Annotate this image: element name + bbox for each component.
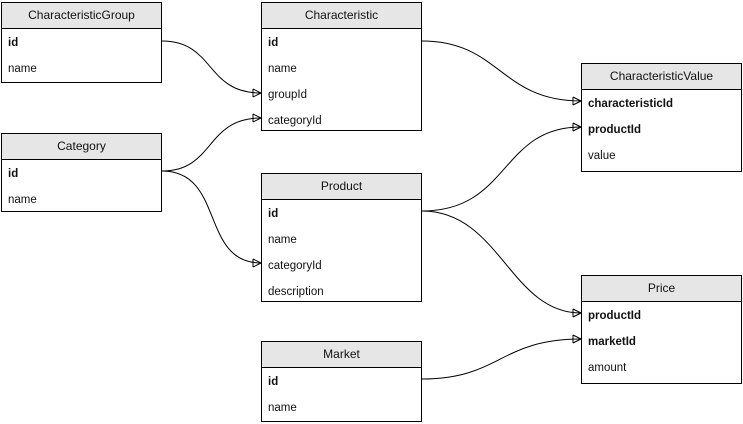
connector-market-to-price: [421, 338, 582, 380]
connector-characteristic-to-characteristicvalue: [421, 40, 582, 102]
field-value: value: [588, 150, 616, 162]
entity-title: Price: [582, 276, 741, 302]
crowfoot-characteristic-categoryid: [252, 113, 262, 123]
field-id: id: [8, 37, 19, 49]
field-name: name: [268, 63, 297, 75]
entity-characteristic[interactable]: Characteristic id name groupId categoryI…: [261, 2, 422, 131]
crowfoot-characteristic-groupid: [252, 88, 262, 98]
field-name: name: [268, 234, 297, 246]
crowfoot-product-categoryid: [252, 258, 262, 268]
connector-product-to-characteristicvalue: [421, 126, 582, 212]
field-id: id: [8, 168, 19, 180]
connector-product-to-price: [421, 210, 582, 314]
entity-price[interactable]: Price productId marketId amount: [581, 275, 742, 384]
crowfoot-price-productid: [572, 308, 582, 318]
entity-characteristicgroup[interactable]: CharacteristicGroup id name: [1, 2, 162, 83]
entity-product[interactable]: Product id name categoryId description: [261, 173, 422, 302]
crowfoot-characteristicvalue-productid: [572, 122, 582, 132]
entity-title: CharacteristicGroup: [2, 3, 161, 29]
field-productid: productId: [588, 310, 642, 322]
entity-characteristicvalue[interactable]: CharacteristicValue characteristicId pro…: [581, 63, 742, 172]
connector-category-to-characteristic: [161, 117, 262, 172]
connector-category-to-product: [161, 170, 262, 264]
field-productid: productId: [588, 124, 642, 136]
field-id: id: [268, 208, 279, 220]
field-name: name: [8, 63, 37, 75]
crowfoot-price-marketid: [572, 334, 582, 344]
field-amount: amount: [588, 362, 627, 374]
entity-title: Market: [262, 342, 421, 368]
entity-category[interactable]: Category id name: [1, 133, 162, 212]
crowfoot-characteristicvalue-characteristicid: [572, 96, 582, 106]
entity-title: Characteristic: [262, 3, 421, 29]
field-id: id: [268, 376, 279, 388]
entity-title: Product: [262, 174, 421, 200]
field-categoryid: categoryId: [268, 260, 322, 272]
field-id: id: [268, 37, 279, 49]
entity-title: CharacteristicValue: [582, 64, 741, 90]
field-name: name: [8, 194, 37, 206]
field-groupid: groupId: [268, 89, 308, 101]
connector-group-to-characteristic: [161, 40, 262, 94]
field-description: description: [268, 286, 324, 298]
field-name: name: [268, 402, 297, 414]
field-characteristicid: characteristicId: [588, 98, 674, 110]
entity-market[interactable]: Market id name: [261, 341, 422, 422]
field-categoryid: categoryId: [268, 115, 322, 127]
field-marketid: marketId: [588, 336, 636, 348]
entity-title: Category: [2, 134, 161, 160]
